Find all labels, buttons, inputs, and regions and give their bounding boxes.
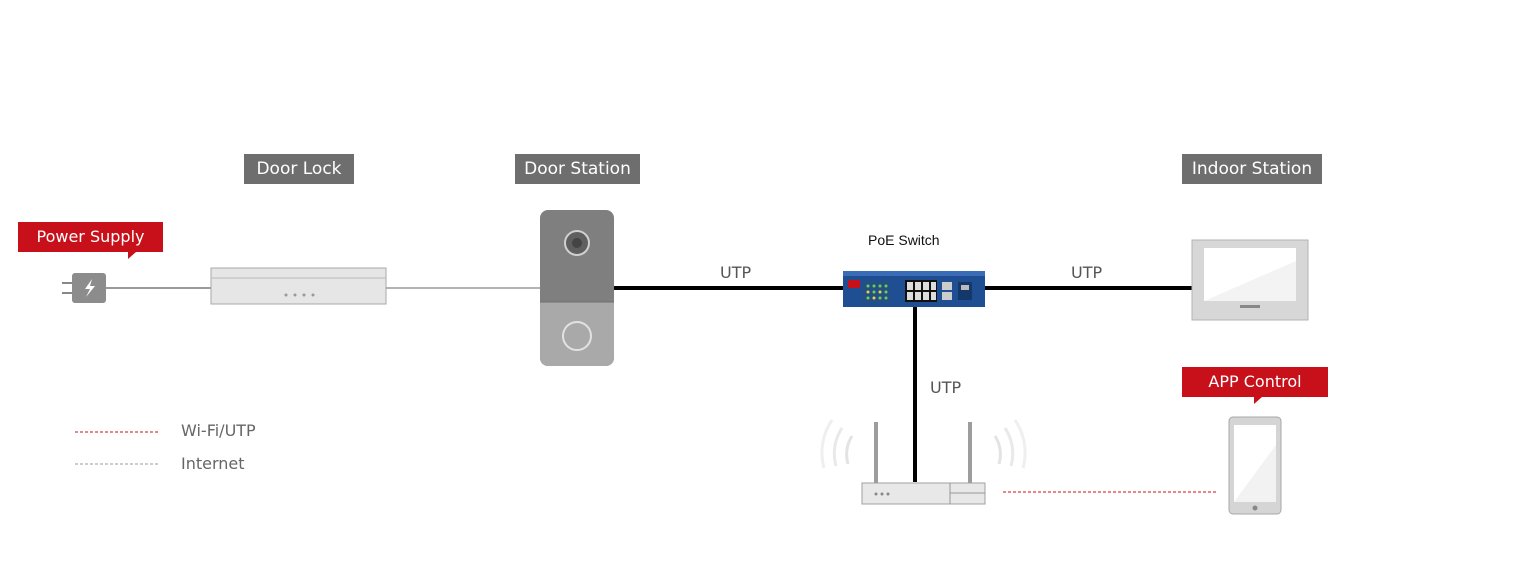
legend-internet-label: Internet [181,454,245,473]
app-control-label: APP Control [1182,367,1328,404]
indoor-station-device [1191,239,1309,321]
door-station-device [540,210,614,366]
power-plug-icon [62,273,106,303]
poe-switch-label: PoE Switch [868,232,940,248]
wifi-router-device [820,419,1027,505]
power-supply-label: Power Supply [18,222,163,259]
utp-label-indoor-station: UTP [1071,263,1103,282]
door-lock-device [210,267,387,305]
poe-switch-device [843,271,985,307]
door-lock-label: Door Lock [244,154,354,184]
indoor-station-label: Indoor Station [1182,154,1322,184]
utp-label-router: UTP [930,378,962,397]
legend-wifi-label: Wi-Fi/UTP [181,421,256,440]
mobile-phone-device [1228,416,1282,515]
door-station-label: Door Station [515,154,640,184]
utp-label-door-station: UTP [720,263,752,282]
